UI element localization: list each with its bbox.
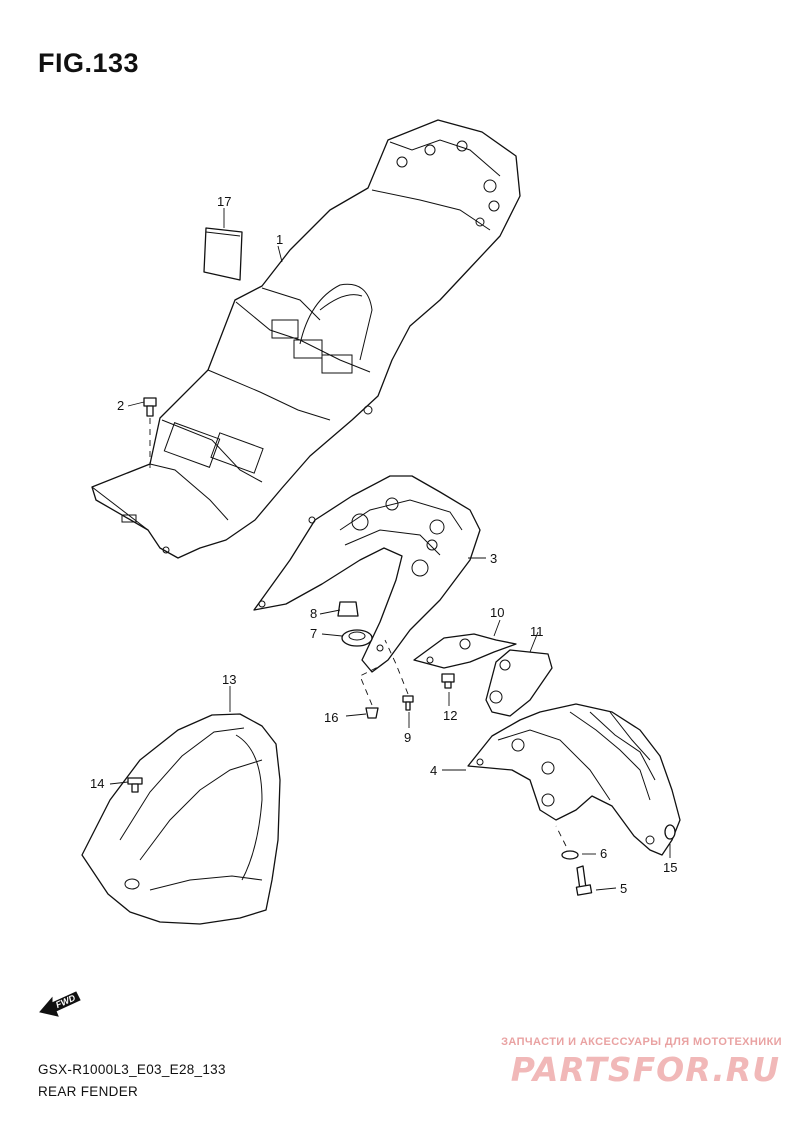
callout-16: 16 bbox=[324, 710, 338, 725]
watermark-tagline: ЗАПЧАСТИ И АКСЕССУАРЫ ДЛЯ МОТОТЕХНИКИ bbox=[501, 1036, 782, 1048]
part-2-bolt bbox=[143, 397, 157, 417]
part-7-cushion bbox=[341, 629, 373, 647]
watermark-logo: PARTSFOR.RU bbox=[510, 1050, 780, 1089]
callout-4: 4 bbox=[430, 763, 437, 778]
figure-title: FIG.133 bbox=[38, 48, 140, 78]
callout-17: 17 bbox=[217, 194, 231, 209]
callout-11: 11 bbox=[530, 624, 544, 639]
part-10-plate bbox=[413, 633, 517, 669]
part-4-mud-guard bbox=[467, 703, 681, 856]
fwd-direction-arrow-icon: FWD bbox=[39, 991, 81, 1017]
part-6-washer bbox=[561, 850, 579, 860]
part-15-washer bbox=[664, 824, 676, 840]
callout-14: 14 bbox=[90, 776, 104, 791]
callout-8: 8 bbox=[310, 606, 317, 621]
part-16-clip bbox=[365, 707, 379, 719]
part-3-fender-bracket bbox=[253, 475, 481, 673]
callout-5: 5 bbox=[620, 881, 627, 896]
callout-13: 13 bbox=[222, 672, 236, 687]
section-name: REAR FENDER bbox=[38, 1084, 139, 1099]
callout-12: 12 bbox=[443, 708, 457, 723]
part-8-nut bbox=[337, 601, 359, 617]
part-17-label bbox=[203, 227, 243, 281]
part-12-bolt bbox=[441, 673, 455, 689]
callout-15: 15 bbox=[663, 860, 677, 875]
callout-6: 6 bbox=[600, 846, 607, 861]
part-1-rear-fender bbox=[91, 119, 521, 559]
callout-9: 9 bbox=[404, 730, 411, 745]
part-5-bolt bbox=[575, 865, 593, 896]
fwd-label: FWD bbox=[54, 992, 77, 1010]
callout-10: 10 bbox=[490, 605, 504, 620]
model-code: GSX-R1000L3_E03_E28_133 bbox=[38, 1062, 226, 1077]
callout-1: 1 bbox=[276, 232, 283, 247]
part-9-screw bbox=[402, 695, 414, 711]
part-13-front-fender bbox=[81, 713, 281, 925]
callout-3: 3 bbox=[490, 551, 497, 566]
callout-2: 2 bbox=[117, 398, 124, 413]
part-11-bracket bbox=[485, 649, 553, 717]
callout-7: 7 bbox=[310, 626, 317, 641]
